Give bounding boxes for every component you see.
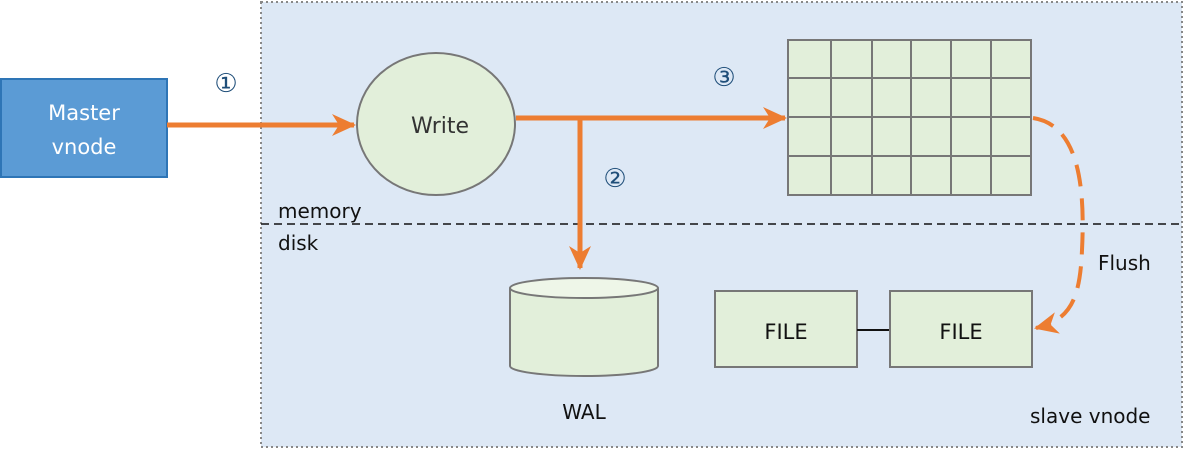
memtable-cell: [787, 77, 832, 118]
slave-vnode-label: slave vnode: [1030, 404, 1150, 428]
memtable-cell: [787, 116, 832, 157]
file-box-2: [889, 290, 1033, 368]
step-2-label: ②: [603, 164, 626, 194]
memtable-grid: [787, 39, 1032, 196]
memtable-cell: [871, 39, 912, 79]
step-1-label: ①: [214, 69, 237, 99]
master-vnode-label-1: Master: [48, 101, 120, 125]
memtable-cell: [910, 155, 952, 196]
memtable-cell: [950, 77, 992, 118]
write-label: Write: [411, 114, 469, 139]
memtable-cell: [787, 155, 832, 196]
memtable-cell: [990, 155, 1032, 196]
file-2-label: FILE: [939, 320, 982, 344]
write-node: [356, 52, 516, 196]
master-vnode-box: [0, 78, 168, 178]
file-box-1: [714, 290, 858, 368]
flush-arrow: [1032, 116, 1085, 334]
memtable-cell: [871, 155, 912, 196]
memtable-cell: [830, 155, 873, 196]
memtable-cell: [910, 116, 952, 157]
memtable-cell: [950, 155, 992, 196]
step-3-label: ③: [712, 63, 735, 93]
file-1-label: FILE: [764, 320, 807, 344]
master-vnode-label-2: vnode: [52, 135, 117, 159]
memtable-cell: [910, 77, 952, 118]
memtable-cell: [990, 116, 1032, 157]
memtable-cell: [830, 116, 873, 157]
memtable-cell: [990, 39, 1032, 79]
wal-label: WAL: [562, 400, 606, 424]
memtable-cell: [950, 116, 992, 157]
memtable-cell: [787, 39, 832, 79]
memtable-cell: [871, 77, 912, 118]
memtable-cell: [830, 77, 873, 118]
flush-label: Flush: [1098, 251, 1151, 275]
memtable-cell: [830, 39, 873, 79]
disk-label: disk: [278, 231, 319, 255]
memtable-cell: [950, 39, 992, 79]
memory-label: memory: [278, 199, 362, 223]
wal-cylinder: [509, 277, 659, 377]
memtable-cell: [910, 39, 952, 79]
memtable-cell: [990, 77, 1032, 118]
memtable-cell: [871, 116, 912, 157]
